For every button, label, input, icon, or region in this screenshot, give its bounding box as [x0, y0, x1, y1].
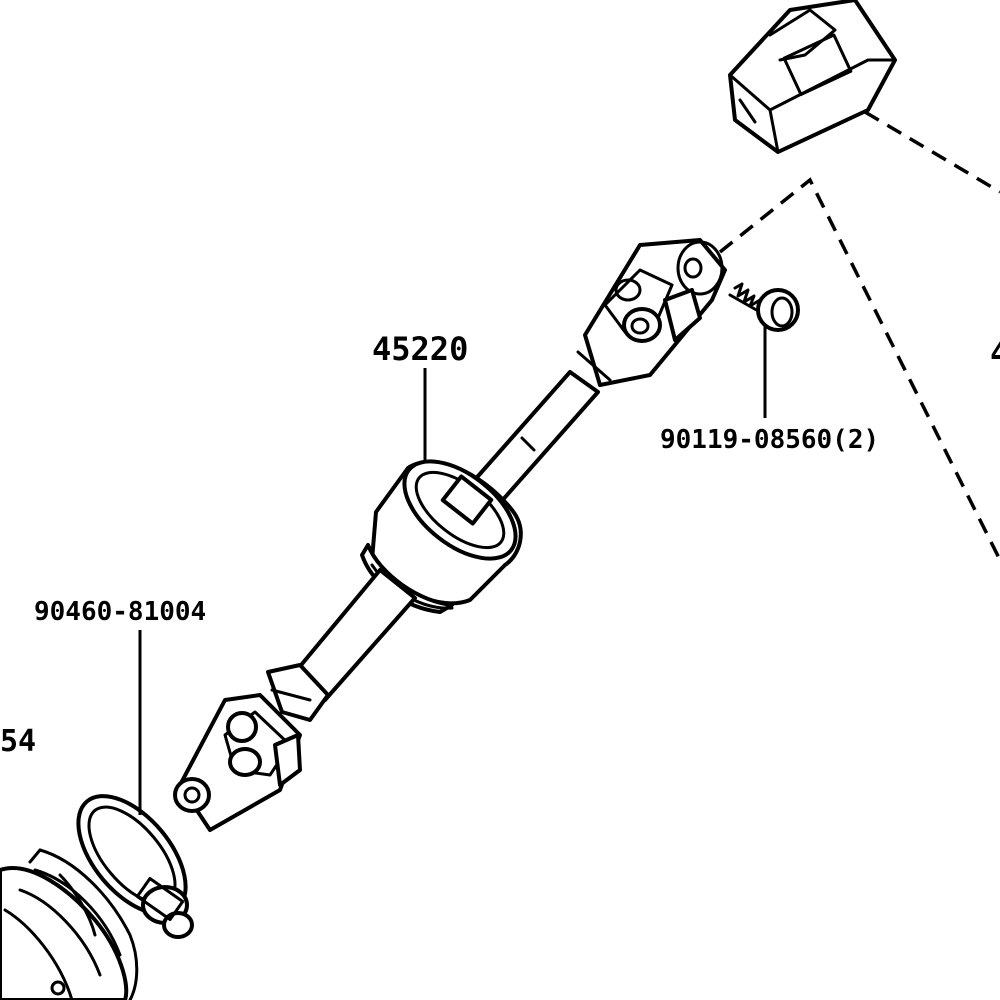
- upper-universal-joint: [576, 238, 727, 387]
- label-partial-left: 54: [0, 724, 36, 759]
- steering-column-module: [728, 0, 897, 154]
- bolt-part: [728, 282, 800, 332]
- label-shaft-assembly: 45220: [372, 330, 468, 368]
- dashed-reference-lines: [718, 110, 1000, 561]
- hose-clamp: [76, 794, 194, 939]
- label-hose-clamp: 90460-81004: [34, 597, 206, 627]
- steering-boot: [0, 848, 139, 1000]
- label-bolt: 90119-08560(2): [660, 425, 879, 455]
- label-partial-right: 4: [990, 334, 1000, 372]
- leader-lines: [138, 326, 767, 815]
- lower-universal-joint: [173, 663, 330, 832]
